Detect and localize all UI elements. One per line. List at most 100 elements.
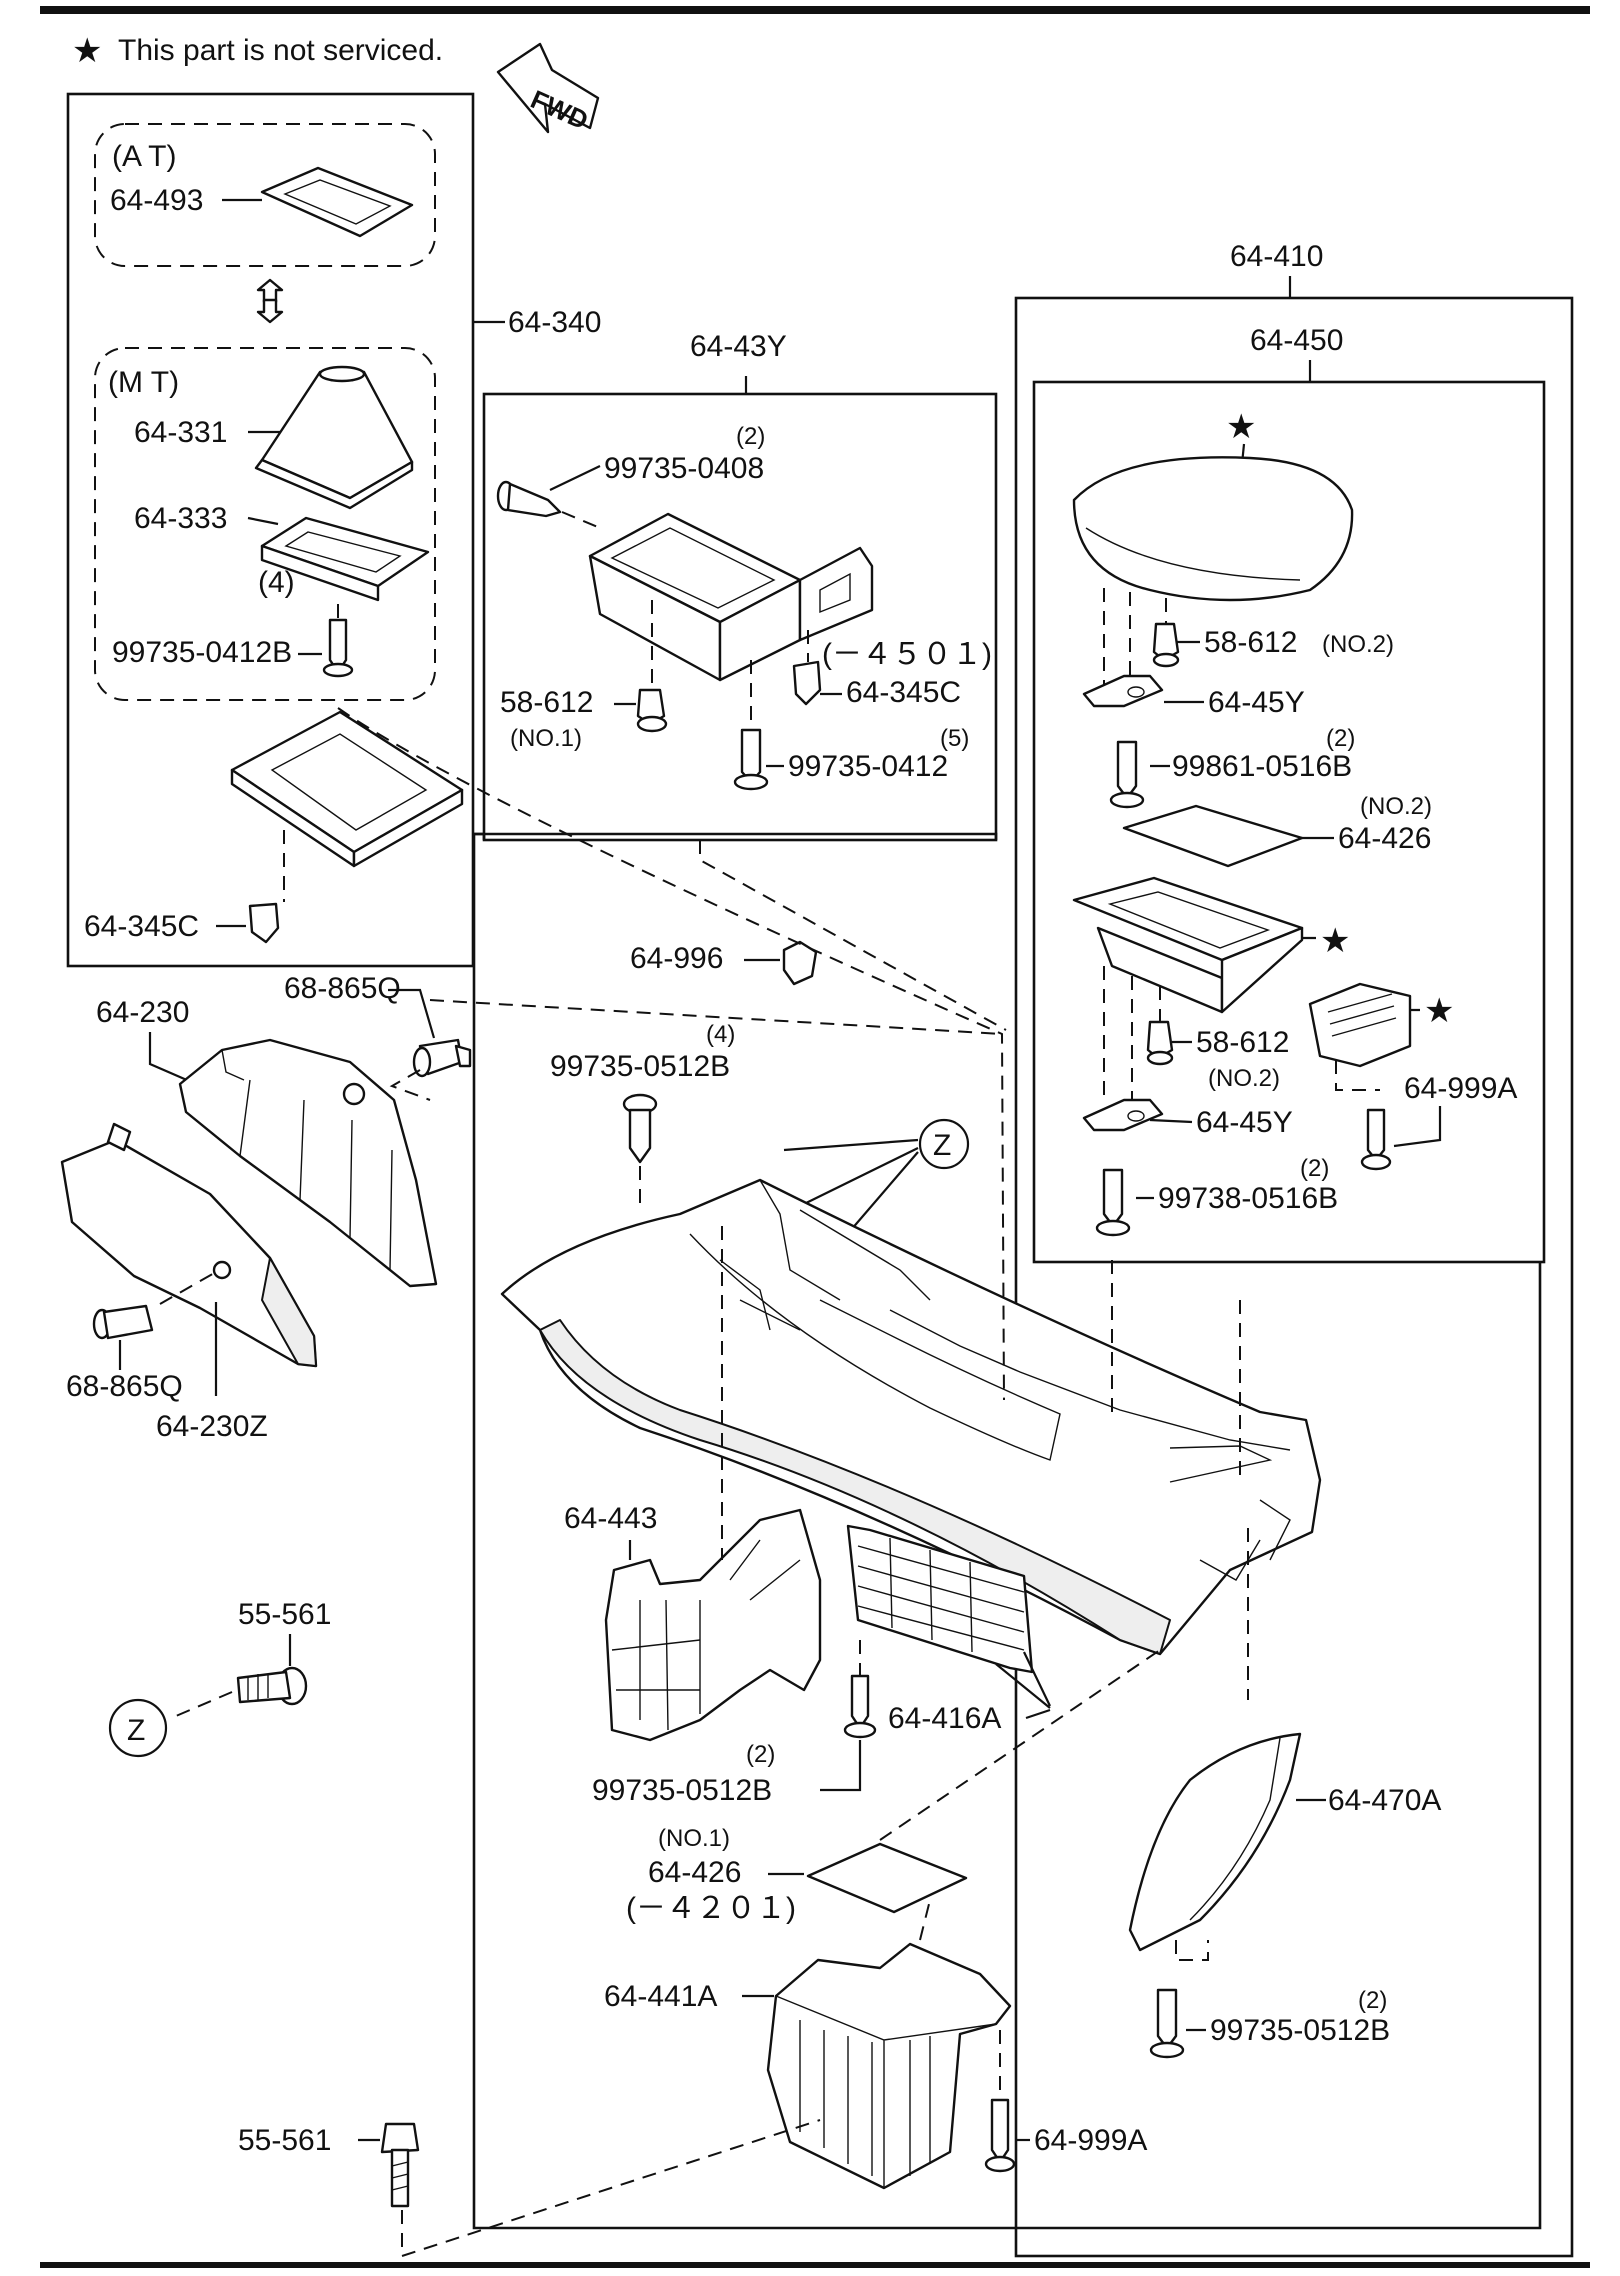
qty-4-a: (4) bbox=[258, 566, 295, 599]
no-1-e: (NO.1) bbox=[658, 1825, 730, 1852]
group-mt bbox=[94, 347, 436, 701]
star-icon: ★ bbox=[72, 31, 102, 71]
label-99735-0408: 99735-0408 bbox=[604, 452, 764, 485]
label-64-45Y-b: 64-45Y bbox=[1196, 1106, 1293, 1139]
box-64-340 bbox=[66, 92, 475, 968]
clip-58-612-b bbox=[1152, 622, 1180, 668]
interchange-arrows-icon bbox=[256, 278, 284, 324]
part-64-470A-panel bbox=[1128, 1732, 1302, 1952]
screw-99735-0512B-b bbox=[843, 1674, 877, 1739]
label-58-612-a: 58-612 bbox=[500, 686, 593, 719]
no-2-b: (NO.2) bbox=[1322, 631, 1394, 658]
star-icon-box: ★ bbox=[1320, 921, 1350, 961]
qty-2-b: (2) bbox=[1326, 725, 1355, 752]
box-64-450 bbox=[1032, 380, 1546, 1264]
z-letter-b: Z bbox=[127, 1714, 145, 1747]
bolt-55-561-b bbox=[380, 2122, 420, 2208]
label-55-561-b: 55-561 bbox=[238, 2124, 331, 2157]
qty-4-b: (4) bbox=[706, 1021, 735, 1048]
label-99735-0512B-b: 99735-0512B bbox=[592, 1774, 772, 1807]
label-64-331: 64-331 bbox=[134, 416, 227, 449]
label-64-996: 64-996 bbox=[630, 942, 723, 975]
range-4501: (－４５０１) bbox=[822, 638, 992, 671]
fwd-arrow-icon: FWD bbox=[496, 42, 600, 135]
screw-99861-0516B bbox=[1109, 740, 1145, 809]
part-64-43Y-bracket bbox=[588, 512, 874, 682]
bottom-rule bbox=[40, 2262, 1590, 2268]
clip-64-345C-mid bbox=[792, 660, 822, 706]
group-at bbox=[94, 123, 436, 267]
label-99735-0512B-a: 99735-0512B bbox=[550, 1050, 730, 1083]
label-64-441A: 64-441A bbox=[604, 1980, 717, 2013]
label-99735-0412B: 99735-0412B bbox=[112, 636, 292, 669]
note-text: This part is not serviced. bbox=[118, 34, 443, 67]
no-1-a: (NO.1) bbox=[510, 725, 582, 752]
z-callout-a bbox=[918, 1118, 970, 1170]
label-99735-0512B-c: 99735-0512B bbox=[1210, 2014, 1390, 2047]
clip-58-612-a bbox=[636, 688, 668, 733]
no-2-d: (NO.2) bbox=[1208, 1065, 1280, 1092]
part-64-441A-tray bbox=[766, 1942, 1012, 2190]
part-64-331-shift-boot bbox=[254, 365, 414, 510]
label-64-426-b: 64-426 bbox=[648, 1856, 741, 1889]
top-rule bbox=[40, 6, 1590, 14]
nut-64-996 bbox=[782, 940, 818, 986]
qty-2-c: (2) bbox=[1300, 1155, 1329, 1182]
clip-68-865Q-b bbox=[92, 1304, 154, 1340]
part-64-493 bbox=[260, 166, 414, 238]
label-64-470A: 64-470A bbox=[1328, 1784, 1441, 1817]
label-58-612-c: 58-612 bbox=[1196, 1026, 1289, 1059]
label-64-999A-a: 64-999A bbox=[1404, 1072, 1517, 1105]
star-icon-latch: ★ bbox=[1424, 991, 1454, 1031]
qty-2-a: (2) bbox=[736, 423, 765, 450]
z-letter-a: Z bbox=[933, 1129, 951, 1162]
label-64-43Y: 64-43Y bbox=[690, 330, 787, 363]
label-64-230: 64-230 bbox=[96, 996, 189, 1029]
label-64-345C-mid: 64-345C bbox=[846, 676, 961, 709]
part-armrest-lid bbox=[1072, 456, 1354, 602]
label-64-340: 64-340 bbox=[508, 306, 601, 339]
hinge-64-45Y-b bbox=[1082, 1098, 1164, 1132]
mat-64-426-a bbox=[1122, 804, 1304, 868]
label-at: (A T) bbox=[112, 140, 176, 173]
part-64-230Z-side-panel bbox=[60, 1122, 318, 1368]
star-icon-lid: ★ bbox=[1226, 407, 1256, 447]
bolt-55-561-a bbox=[236, 1666, 308, 1706]
z-callout-b bbox=[108, 1698, 168, 1758]
label-mt: (M T) bbox=[108, 366, 179, 399]
part-64-443-bracket bbox=[604, 1508, 822, 1742]
label-99738-0516B: 99738-0516B bbox=[1158, 1182, 1338, 1215]
hinge-64-45Y-a bbox=[1082, 674, 1164, 708]
screw-99735-0512B-a bbox=[622, 1093, 658, 1164]
screw-99735-0412 bbox=[733, 728, 769, 791]
part-64-333-frame bbox=[260, 516, 430, 602]
label-58-612-b: 58-612 bbox=[1204, 626, 1297, 659]
label-64-345C-left: 64-345C bbox=[84, 910, 199, 943]
label-55-561-a: 55-561 bbox=[238, 1598, 331, 1631]
screw-99735-0512B-c bbox=[1149, 1988, 1185, 2059]
part-armrest-box bbox=[1072, 876, 1304, 1014]
label-64-416A: 64-416A bbox=[888, 1702, 1001, 1735]
label-68-865Q-a: 68-865Q bbox=[284, 972, 401, 1005]
label-99861-0516B: 99861-0516B bbox=[1172, 750, 1352, 783]
label-64-999A-b: 64-999A bbox=[1034, 2124, 1147, 2157]
screw-64-999A-a bbox=[1360, 1108, 1392, 1171]
label-64-426-a: 64-426 bbox=[1338, 822, 1431, 855]
qty-2-d: (2) bbox=[746, 1741, 775, 1768]
box-64-43Y bbox=[482, 392, 998, 842]
label-64-450: 64-450 bbox=[1250, 324, 1343, 357]
part-latch bbox=[1308, 982, 1412, 1068]
label-64-493: 64-493 bbox=[110, 184, 203, 217]
qty-5: (5) bbox=[940, 725, 969, 752]
clip-64-345C-left bbox=[248, 902, 280, 944]
no-2-c: (NO.2) bbox=[1360, 793, 1432, 820]
qty-2-e: (2) bbox=[1358, 1987, 1387, 2014]
part-64-230-side-panel bbox=[178, 1038, 438, 1288]
screw-99735-0412B bbox=[322, 618, 354, 678]
label-64-45Y-a: 64-45Y bbox=[1208, 686, 1305, 719]
box-64-410 bbox=[1014, 296, 1574, 2258]
label-64-333: 64-333 bbox=[134, 502, 227, 535]
mat-64-426-b bbox=[806, 1842, 968, 1914]
label-64-443: 64-443 bbox=[564, 1502, 657, 1535]
